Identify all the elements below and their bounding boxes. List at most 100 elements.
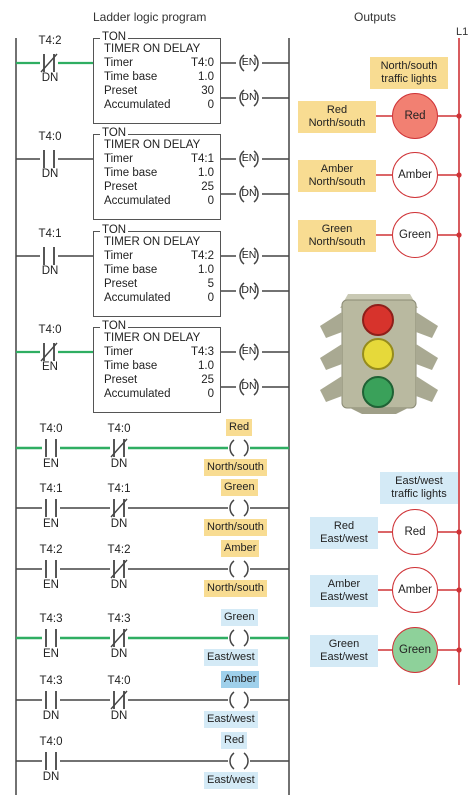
timer-row-timebase: Time base 1.0: [104, 264, 214, 277]
en-coil: [239, 343, 259, 361]
l1-rail-label: L1: [456, 26, 469, 38]
timer-field-label: Preset: [104, 278, 138, 290]
rung-contact-1: [45, 752, 57, 770]
rung-contact-2: [110, 690, 128, 710]
contact-address: T4:3: [107, 613, 131, 625]
traffic-light-picture: [320, 294, 438, 414]
dn-coil: [239, 185, 259, 203]
timer-field-value: 0: [207, 99, 214, 111]
timer-row-title: TIMER ON DELAY: [104, 139, 214, 152]
timer-field-value: 25: [201, 374, 214, 386]
en-coil: [239, 247, 259, 265]
contact-address: T4:0: [39, 423, 63, 435]
timer-field-value: 1.0: [198, 71, 214, 83]
contact-address: T4:1: [38, 228, 62, 240]
coil-name-tag: Amber: [221, 540, 260, 557]
timer-field-label: Preset: [104, 374, 138, 386]
timer-field-value: 0: [207, 388, 214, 400]
timer-type: TON: [100, 224, 129, 237]
en-coil-label: EN: [241, 152, 257, 164]
dn-coil-label: DN: [241, 380, 257, 392]
output-label: Red East/west: [310, 517, 378, 549]
contact-bit: DN: [110, 518, 128, 530]
timer-field-value: T4:3: [190, 346, 214, 358]
timer-field-value: 1.0: [198, 360, 214, 372]
timer-row-acc: Accumulated 0: [104, 99, 214, 112]
timer-field-label: TIMER ON DELAY: [104, 332, 201, 344]
timer-input-contact: [43, 150, 55, 168]
contact-bit: DN: [41, 72, 59, 84]
traffic-lamp-4: Amber: [392, 567, 438, 613]
timer-field-value: 1.0: [198, 167, 214, 179]
timer-input-contact: [43, 247, 55, 265]
timer-field-value: 1.0: [198, 264, 214, 276]
dn-coil: [239, 282, 259, 300]
ns-group-title: North/south traffic lights: [370, 57, 448, 89]
rung-contact-2: [110, 438, 128, 458]
output-label: Green North/south: [298, 220, 376, 252]
coil-location-tag: North/south: [204, 519, 267, 536]
timer-row-timebase: Time base 1.0: [104, 167, 214, 180]
coil-name-tag: Green: [221, 479, 258, 496]
timer-type: TON: [100, 320, 129, 333]
traffic-lamp-0: Red: [392, 93, 438, 139]
contact-address: T4:2: [107, 544, 131, 556]
timer-field-label: Accumulated: [104, 292, 171, 304]
dn-coil-label: DN: [241, 284, 257, 296]
output-coil: [229, 560, 249, 578]
rung-contact-1: [45, 499, 57, 517]
timer-field-value: T4:2: [190, 250, 214, 262]
rung-contact-1: [45, 560, 57, 578]
en-coil-label: EN: [241, 56, 257, 68]
timer-field-label: Preset: [104, 85, 138, 97]
timer-field-label: Accumulated: [104, 99, 171, 111]
timer-field-label: Timer: [104, 250, 133, 262]
timer-row-title: TIMER ON DELAY: [104, 43, 214, 56]
timer-field-label: Accumulated: [104, 388, 171, 400]
contact-bit: DN: [110, 579, 128, 591]
contact-bit: DN: [110, 648, 128, 660]
contact-address: T4:1: [107, 483, 131, 495]
output-coil: [229, 752, 249, 770]
output-coil: [229, 629, 249, 647]
coil-name-tag: Red: [221, 732, 248, 749]
en-coil-label: EN: [241, 345, 257, 357]
rail-node: [456, 172, 462, 178]
contact-address: T4:0: [107, 423, 131, 435]
timer-row-acc: Accumulated 0: [104, 388, 214, 401]
output-label: Amber East/west: [310, 575, 378, 607]
output-coil: [229, 691, 249, 709]
output-coil: [229, 439, 249, 457]
contact-address: T4:1: [39, 483, 63, 495]
timer-field-value: T4:1: [190, 153, 214, 165]
rail-node: [456, 113, 462, 119]
timer-field-label: Time base: [104, 167, 158, 179]
ew-group-title: East/west traffic lights: [380, 472, 458, 504]
output-label: Red North/south: [298, 101, 376, 133]
contact-address: T4:2: [39, 544, 63, 556]
timer-input-contact: [40, 53, 58, 73]
contact-address: T4:3: [39, 675, 63, 687]
contact-bit: DN: [42, 710, 60, 722]
rail-node: [456, 647, 462, 653]
contact-bit: DN: [42, 771, 60, 783]
contact-address: T4:2: [38, 35, 62, 47]
contact-address: T4:0: [38, 324, 62, 336]
dn-coil-label: DN: [241, 187, 257, 199]
timer-field-label: Time base: [104, 264, 158, 276]
coil-name-tag: Red: [226, 419, 253, 436]
rail-node: [456, 587, 462, 593]
timer-type: TON: [100, 31, 129, 44]
